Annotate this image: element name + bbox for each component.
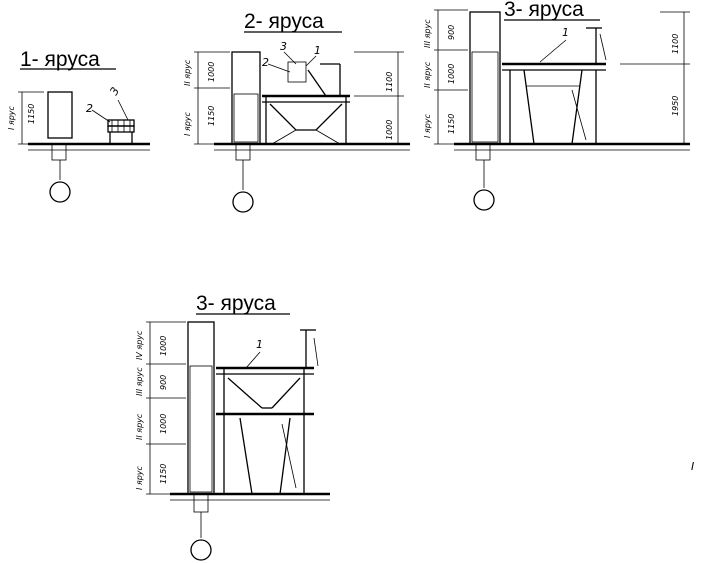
- panel-4-axis-marker: [190, 539, 212, 561]
- panel-2-axis-marker: [232, 191, 254, 213]
- panel-1-callout-2: 2: [86, 102, 93, 115]
- panel-3-dim-900: 900: [447, 25, 456, 40]
- panel-2-tier-label-1: I ярус: [183, 111, 192, 136]
- panel-2-leader-1: [305, 55, 317, 67]
- panel-2-callout-3: 3: [280, 40, 287, 53]
- panel-2-dim-1150: 1150: [207, 106, 216, 126]
- panel-4-wall-footing: [193, 493, 209, 513]
- panel-4-tier-label-3: III ярус: [135, 367, 144, 396]
- panel-2-scaffold-frame: [262, 61, 350, 145]
- panel-4-wall: [187, 321, 215, 495]
- panel-1-axis-marker: [49, 181, 71, 203]
- panel-4-dim-1150: 1150: [159, 464, 168, 484]
- panel-3-wall-hatch: [471, 51, 499, 143]
- panel-1-wall: [47, 91, 73, 139]
- panel-3-scaffold-frame: [502, 27, 607, 145]
- panel-1-leader-3: [117, 99, 129, 121]
- panel-4-wall-hatch: [189, 365, 213, 493]
- panel-3-dim-1100: 1100: [671, 34, 680, 54]
- panel-4-callout-1: 1: [256, 338, 263, 351]
- panel-3-tier-label-2: II ярус: [423, 61, 432, 88]
- panel-4-scaffold-frame: [216, 329, 319, 495]
- panel-1-leader-2: [91, 109, 111, 123]
- panel-4-tier-label-4: IV ярус: [135, 330, 144, 360]
- panel-4-leader-1: [245, 351, 261, 369]
- panel-1-dim-1150: 1150: [27, 104, 36, 124]
- panel-3-tier-label-1: I ярус: [423, 113, 432, 138]
- panel-3-axis-marker: [473, 189, 495, 211]
- panel-1-tier: 1- яруса I ярус 1150 2 3: [7, 48, 150, 203]
- panel-3-leader-1: [539, 39, 567, 63]
- panel-2-leader-3: [283, 51, 297, 65]
- panel-3-tier-label-3: III ярус: [423, 19, 432, 48]
- side-mark: I: [691, 460, 694, 473]
- panel-2-tier: 2- яруса II ярус I ярус 1000 1150: [183, 10, 410, 213]
- panel-4-title: 3- яруса: [196, 292, 276, 315]
- panel-3-wall-footing: [475, 143, 491, 161]
- panel-2-wall-footing: [235, 143, 251, 161]
- panel-1-wall-footing: [51, 143, 67, 161]
- panel-4-dim-1000-top: 1000: [159, 336, 168, 356]
- panel-2-callout-1: 1: [314, 44, 321, 57]
- panel-4-tier-label-1: I ярус: [135, 465, 144, 490]
- panel-2-wall-hatch: [233, 93, 259, 143]
- panel-4-tier-label-2: II ярус: [135, 413, 144, 440]
- panel-2-tier-label-2: II ярус: [183, 59, 192, 86]
- panel-2-title: 2- яруса: [244, 10, 324, 33]
- panel-2-dim-1000-right: 1000: [385, 120, 394, 140]
- panel-1-callout-3: 3: [107, 85, 122, 98]
- panel-3-callout-1: 1: [562, 26, 569, 39]
- panel-4-tier: 3- яруса IV ярус III ярус II ярус I ярус…: [135, 292, 330, 561]
- panel-3-tier: 3- яруса III ярус II ярус I ярус 900 100…: [423, 0, 690, 211]
- panel-3-title: 3- яруса: [504, 0, 584, 21]
- panel-3-dim-1950: 1950: [671, 96, 680, 116]
- panel-1-platform: [107, 119, 135, 144]
- panel-3-dim-1150: 1150: [447, 114, 456, 134]
- panel-2-leader-2: [267, 63, 291, 73]
- panel-4-dim-1000: 1000: [159, 414, 168, 434]
- panel-4-dim-900: 900: [159, 375, 168, 390]
- panel-2-callout-2: 2: [262, 56, 269, 69]
- panel-3-wall: [469, 11, 501, 145]
- panel-3-dim-1000: 1000: [447, 64, 456, 84]
- panel-1-tier-label-1: I ярус: [7, 105, 16, 130]
- panel-2-wall: [231, 51, 261, 145]
- panel-2-dim-1000: 1000: [207, 62, 216, 82]
- panel-2-dim-1100: 1100: [385, 72, 394, 92]
- panel-1-title: 1- яруса: [20, 48, 100, 71]
